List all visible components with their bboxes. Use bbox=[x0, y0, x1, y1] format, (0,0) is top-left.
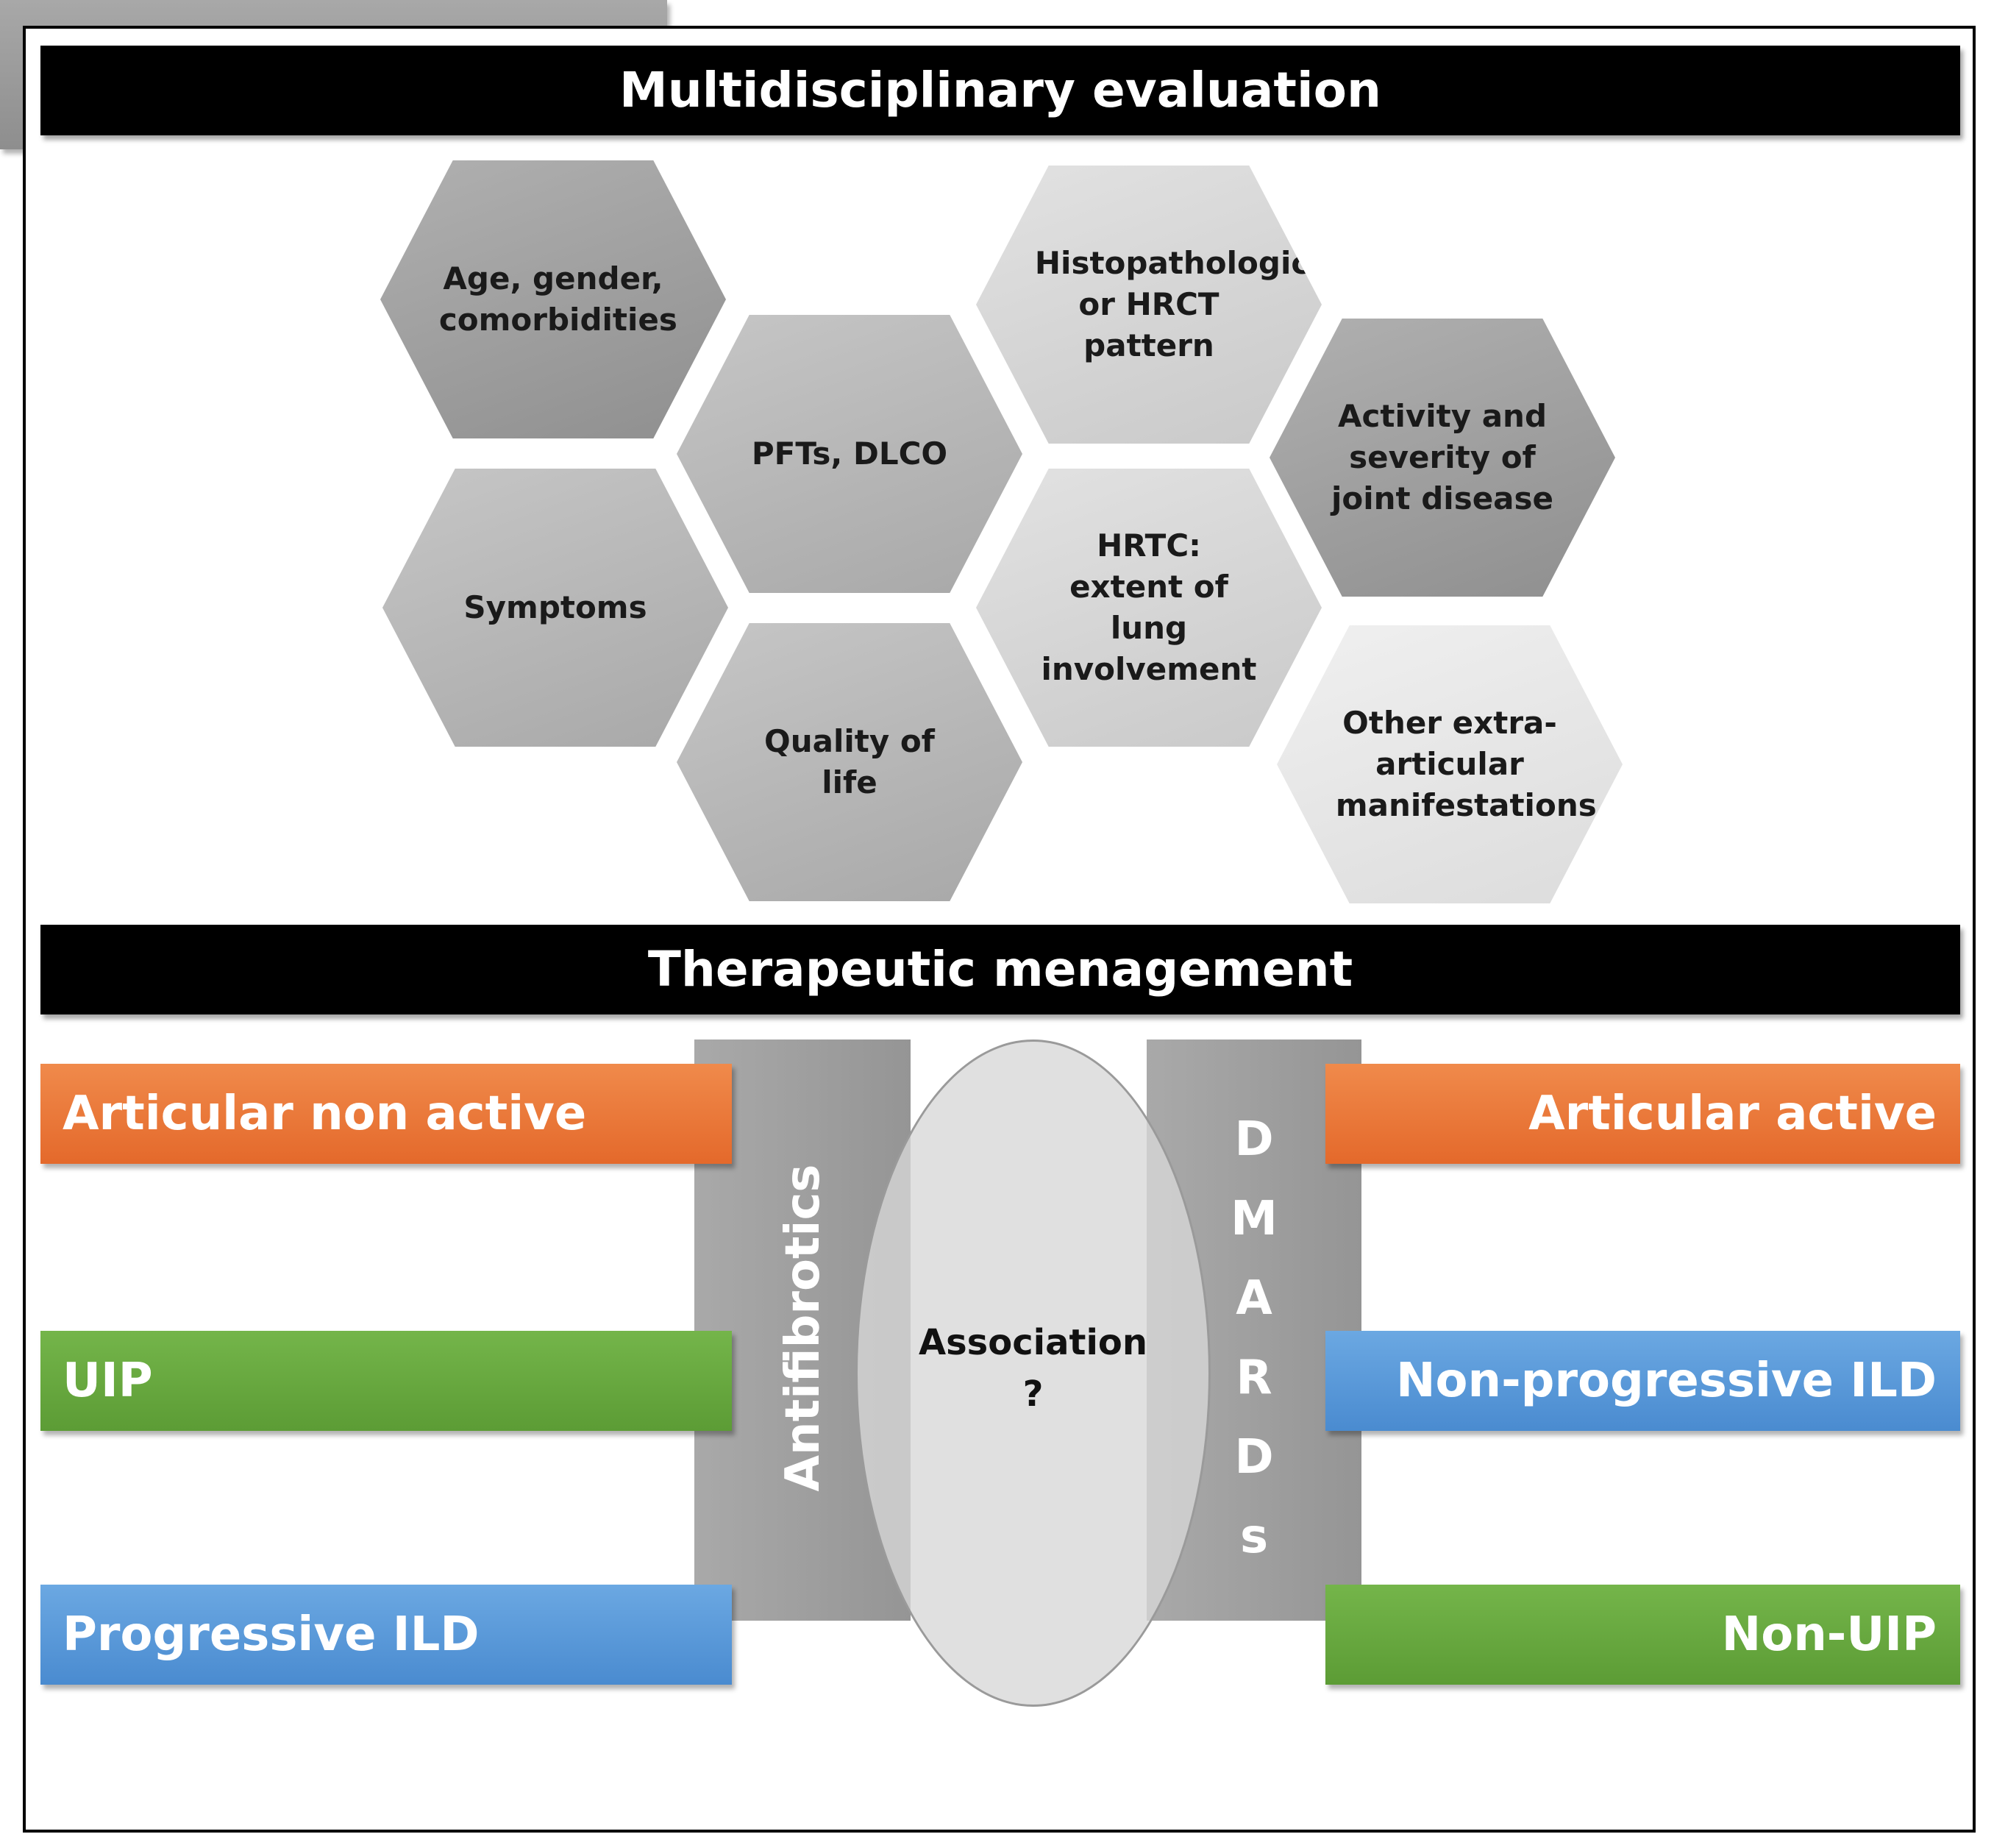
association-text: Association bbox=[918, 1322, 1148, 1363]
hexagon-age-gender: Age, gender, comorbidities bbox=[380, 160, 726, 438]
therapy-banner: Therapeutic menagement bbox=[40, 925, 1960, 1014]
dmards-letter: s bbox=[1239, 1510, 1269, 1564]
association-question-mark: ? bbox=[1022, 1373, 1044, 1415]
condition-non-progressive-ild: Non-progressive ILD bbox=[1325, 1331, 1960, 1431]
condition-non-uip: Non-UIP bbox=[1325, 1585, 1960, 1685]
association-oval bbox=[855, 1040, 1211, 1707]
dmards-letter: D bbox=[1234, 1430, 1274, 1485]
hexagon-label: Symptoms bbox=[463, 589, 647, 625]
hexagon-label: Other extra-articular manifestations bbox=[1335, 705, 1597, 823]
hexagon-quality-of-life: Quality of life bbox=[677, 623, 1022, 901]
hexagon-pfts: PFTs, DLCO bbox=[677, 315, 1022, 593]
condition-progressive-ild: Progressive ILD bbox=[40, 1585, 732, 1685]
condition-uip: UIP bbox=[40, 1331, 732, 1431]
hexagon-histopathologic: Histopathologic or HRCT pattern bbox=[976, 166, 1322, 444]
hexagon-joint-disease: Activity and severity of joint disease bbox=[1270, 319, 1615, 597]
immunosuppressants-label: Immunosuppressants bbox=[751, 1710, 1305, 1764]
dmards-label: D M A R D s bbox=[1221, 1100, 1287, 1577]
hexagon-symptoms: Symptoms bbox=[382, 469, 728, 747]
hexagon-lung-involvement: HRTC: extent of lung involvement bbox=[976, 469, 1322, 747]
dmards-letter: R bbox=[1236, 1351, 1272, 1405]
evaluation-banner: Multidisciplinary evaluation bbox=[40, 46, 1960, 135]
condition-articular-active: Articular active disease bbox=[1325, 1064, 1960, 1241]
hexagon-label: Age, gender, comorbidities bbox=[438, 260, 677, 338]
hexagon-label: HRTC: extent of lung involvement bbox=[1041, 527, 1257, 687]
dmards-letter: A bbox=[1236, 1271, 1272, 1326]
dmards-letter: M bbox=[1231, 1192, 1278, 1246]
hexagon-extra-articular: Other extra-articular manifestations bbox=[1277, 625, 1623, 903]
association-label: Association ? bbox=[855, 1317, 1211, 1420]
hexagon-label: Histopathologic or HRCT pattern bbox=[1034, 245, 1310, 363]
condition-articular-non-active: Articular non active disease bbox=[40, 1064, 732, 1241]
hexagon-label: Activity and severity of joint disease bbox=[1331, 398, 1554, 516]
antifibrotics-label: Antifibrotics bbox=[776, 1164, 830, 1492]
dmards-letter: D bbox=[1234, 1112, 1274, 1167]
hexagon-label: Quality of life bbox=[764, 723, 935, 800]
hexagon-label: PFTs, DLCO bbox=[751, 436, 948, 472]
